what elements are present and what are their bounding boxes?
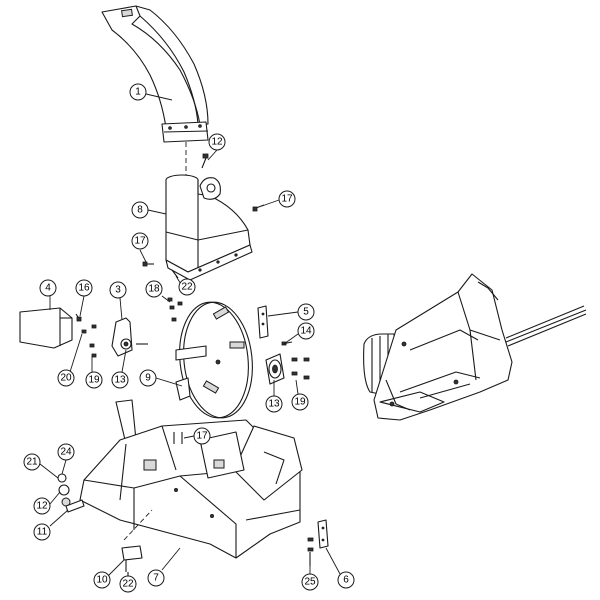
callout-label: 22	[181, 282, 193, 293]
callout-bubble: 1	[129, 83, 147, 101]
callout-bubble: 11	[33, 523, 51, 541]
callout-label: 17	[196, 431, 208, 442]
callout-bubble: 6	[337, 571, 355, 589]
callout-bubble: 25	[301, 573, 319, 591]
callout-label: 17	[281, 194, 293, 205]
callout-label: 13	[114, 375, 126, 386]
callout-label: 10	[96, 575, 108, 586]
callout-bubble: 3	[109, 281, 127, 299]
callout-label: 14	[300, 326, 312, 337]
callout-bubble: 12	[33, 497, 51, 515]
callout-label: 1	[135, 87, 141, 98]
callout-bubble: 17	[131, 232, 149, 250]
callout-bubble: 17	[278, 190, 296, 208]
callout-bubble: 14	[297, 322, 315, 340]
assembled-view	[363, 273, 587, 421]
callout-bubble: 13	[111, 371, 129, 389]
callout-label: 20	[60, 373, 72, 384]
callout-label: 17	[134, 236, 146, 247]
callout-label: 5	[303, 307, 309, 318]
plate-part-6	[317, 519, 329, 549]
callout-label: 11	[37, 527, 48, 538]
callout-bubble: 22	[119, 575, 137, 593]
frame-align-line	[123, 509, 153, 541]
callout-label: 25	[304, 577, 316, 588]
callout-bubble: 19	[291, 393, 309, 411]
hood-bolts	[142, 153, 265, 279]
callout-bubble: 17	[193, 427, 211, 445]
callout-label: 8	[137, 205, 143, 216]
bearing-right-hardware	[281, 341, 310, 380]
callout-label: 4	[45, 283, 51, 294]
callout-bubble: 18	[145, 280, 163, 298]
callout-label: 12	[211, 137, 223, 148]
callout-label: 13	[268, 399, 280, 410]
callout-bubble: 20	[57, 369, 75, 387]
callout-bubble: 12	[208, 133, 226, 151]
callout-bubble: 5	[297, 303, 315, 321]
callout-label: 3	[115, 285, 121, 296]
chipper-disc-part	[175, 301, 253, 419]
main-frame-part	[79, 399, 303, 559]
callout-bubble: 4	[39, 279, 57, 297]
bearing-cover-part	[19, 307, 73, 349]
callout-label: 7	[153, 573, 159, 584]
bracket-part	[111, 317, 133, 357]
callout-bubble: 7	[147, 569, 165, 587]
callout-bubble: 19	[85, 371, 103, 389]
callout-bubble: 22	[178, 278, 196, 296]
callout-label: 22	[122, 579, 134, 590]
callout-label: 21	[26, 457, 38, 468]
small-hardware-left	[81, 324, 148, 358]
callout-bubble: 13	[265, 395, 283, 413]
knife-part	[257, 305, 269, 339]
callout-label: 12	[36, 501, 48, 512]
callout-label: 19	[88, 375, 100, 386]
callout-bubble: 24	[57, 443, 75, 461]
callout-label: 9	[145, 373, 151, 384]
callout-label: 6	[343, 575, 349, 586]
feed-hood-part	[165, 174, 253, 281]
pin-hardware-left	[57, 473, 85, 513]
callout-bubble: 21	[23, 453, 41, 471]
callout-label: 19	[294, 397, 306, 408]
callout-bubble: 8	[131, 201, 149, 219]
callout-bubble: 10	[93, 571, 111, 589]
callout-bubble: 16	[75, 279, 93, 297]
bolt-25-hardware	[307, 537, 314, 566]
callout-label: 16	[78, 283, 90, 294]
hitch-block-10	[121, 545, 143, 572]
bearing-right-part	[265, 353, 285, 385]
callout-label: 24	[60, 447, 72, 458]
disc-hardware	[167, 297, 183, 322]
callout-label: 18	[148, 284, 160, 295]
discharge-chute-part	[101, 5, 209, 143]
callout-bubble: 9	[139, 369, 157, 387]
